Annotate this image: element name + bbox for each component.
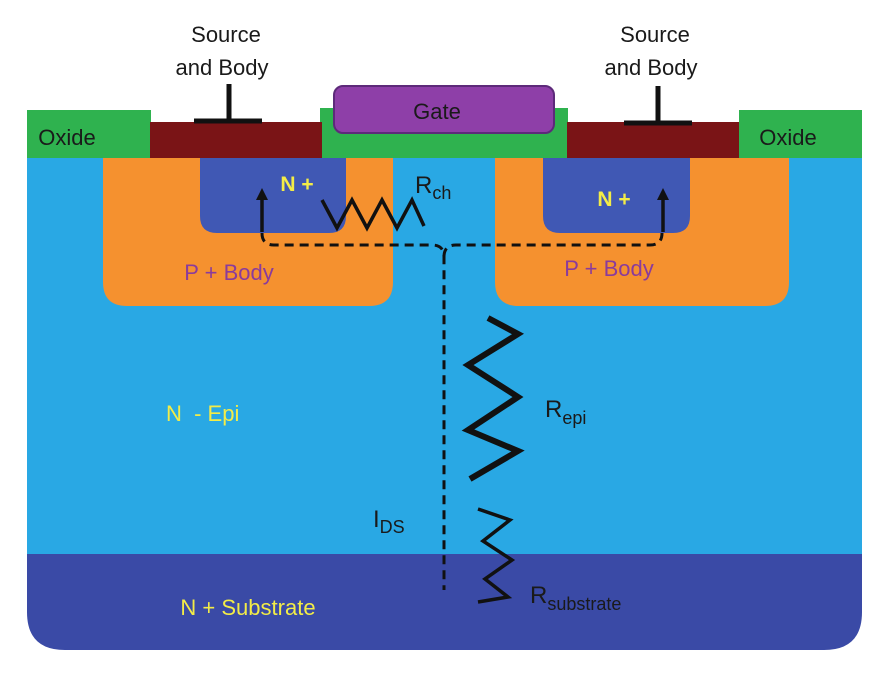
n-plus-left-region [200, 158, 346, 233]
current-path-dashed-line-right [442, 232, 664, 258]
channel-resistor-symbol [320, 196, 426, 232]
oxide-right-label: Oxide [759, 125, 816, 150]
n-plus-right-label: N + [597, 188, 630, 211]
source-terminal-left-symbol [194, 84, 262, 124]
n-substrate-label: N + Substrate [180, 595, 315, 620]
n-plus-left-label: N + [280, 173, 313, 196]
gate-label: Gate [413, 99, 461, 124]
p-body-right-label: P + Body [564, 256, 654, 281]
p-body-left-label: P + Body [184, 260, 274, 285]
source-body-left-contact [150, 122, 322, 158]
substrate-resistor-symbol [477, 507, 516, 604]
r-substrate-label: Rsubstrate [530, 582, 621, 614]
oxide-left-strip [27, 110, 151, 158]
r-ch-label: Rch [415, 172, 451, 203]
source-body-left-label-line1: Source [191, 22, 261, 47]
source-body-right-label-line1: Source [620, 22, 690, 47]
epi-resistor-symbol [461, 315, 525, 482]
source-terminal-right-symbol [624, 86, 692, 126]
source-body-left-label-line2: and Body [176, 55, 269, 80]
current-arrow-right [657, 188, 669, 232]
gate-electrode [333, 85, 555, 134]
current-path-dashed-line [260, 232, 446, 590]
n-substrate-region [27, 552, 862, 650]
current-arrow-left [256, 188, 268, 232]
source-body-right-label-line2: and Body [605, 55, 698, 80]
r-epi-label: Repi [545, 396, 586, 428]
oxide-left-label: Oxide [38, 125, 95, 150]
i-ds-label: IDS [373, 506, 405, 537]
n-plus-right-region [543, 158, 690, 233]
n-epi-label: N - Epi [166, 401, 239, 426]
source-body-right-contact [567, 122, 739, 158]
oxide-right-strip [739, 110, 862, 158]
